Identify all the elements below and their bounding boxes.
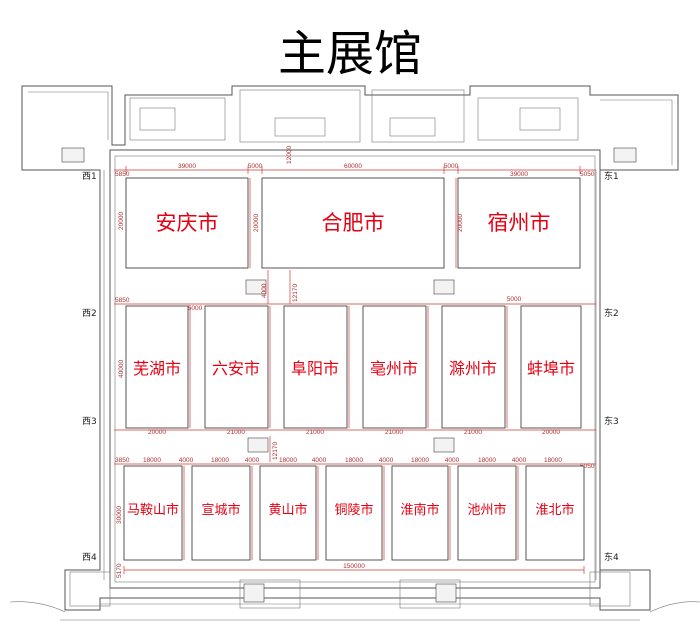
booth-hefei[interactable] — [261, 177, 445, 269]
dim-r2-left: 5850 — [115, 297, 130, 304]
stair-1 — [245, 279, 267, 295]
booth-label-bengbu: 蚌埠市 — [527, 359, 575, 378]
row-3: 马鞍山市 宣城市 黄山市 铜陵市 淮南市 池州市 淮北市 30000 — [116, 465, 585, 561]
dim-r2-side: 40000 — [118, 360, 125, 378]
booth-label-suzhou: 宿州市 — [488, 211, 551, 235]
dim-r2-1: 5000 — [507, 296, 522, 303]
stair-4 — [433, 437, 455, 453]
booth-label-chuzhou: 滁州市 — [449, 359, 497, 378]
gate-west-2: 西2 — [82, 308, 97, 319]
booth-label-huangshan: 黄山市 — [268, 502, 307, 518]
dim-r3-5: 4000 — [312, 457, 327, 464]
dim-r3-0: 18000 — [143, 457, 161, 464]
dim-r2-bottom-4: 21000 — [464, 429, 482, 436]
dim-r1-side-1: 20000 — [253, 214, 260, 232]
dim-r3-12: 18000 — [544, 457, 562, 464]
dim-r2-bottom-1: 21000 — [227, 429, 245, 436]
row3-dimensions: 3850 6050 18000 4000 18000 4000 18000 40… — [114, 457, 596, 470]
row2-dimensions: 5850 5000 5000 — [114, 296, 596, 312]
booth-tongling[interactable] — [325, 465, 383, 561]
stair-3 — [247, 437, 269, 453]
dim-corridor-1: 12000 — [286, 146, 293, 164]
booth-label-huaibei: 淮北市 — [535, 502, 574, 518]
row1-dimensions: 5850 39000 5000 60000 5000 39000 5050 12… — [114, 146, 596, 178]
booth-huainan[interactable] — [391, 465, 449, 561]
booth-label-fuyang: 阜阳市 — [291, 359, 339, 378]
dim-r3-8: 18000 — [411, 457, 429, 464]
bottom-dimensions: 150000 5170 — [116, 563, 585, 578]
booth-fuyang[interactable] — [283, 305, 348, 429]
row-1: 安庆市 合肥市 宿州市 20000 20000 20000 — [118, 177, 581, 269]
dim-left-margin: 5850 — [115, 171, 130, 178]
page-title: 主展馆 — [278, 26, 422, 82]
booth-chizhou[interactable] — [457, 465, 517, 561]
booth-wuhu[interactable] — [125, 305, 189, 429]
booth-chuzhou[interactable] — [441, 305, 506, 429]
booth-label-tongling: 铜陵市 — [334, 502, 373, 518]
booth-label-wuhu: 芜湖市 — [133, 359, 181, 378]
dim-right-margin: 5050 — [580, 171, 595, 178]
booth-suzhou[interactable] — [457, 177, 581, 269]
dim-r2-0: 5000 — [188, 305, 203, 312]
row-2: 芜湖市 六安市 阜阳市 亳州市 滁州市 蚌埠市 40000 20000 2100… — [114, 305, 596, 436]
dim-r1-2: 60000 — [344, 163, 362, 170]
corridor-2: 12170 — [247, 436, 455, 462]
booth-label-luan: 六安市 — [212, 359, 260, 378]
dim-r2-bottom-0: 20000 — [148, 429, 166, 436]
dim-r3-9: 4000 — [445, 457, 460, 464]
dim-r3-side: 30000 — [116, 506, 123, 524]
booth-label-hefei: 合肥市 — [322, 211, 385, 235]
booth-bozhou[interactable] — [362, 305, 427, 429]
booth-anqing[interactable] — [125, 177, 249, 269]
dim-r3-7: 4000 — [379, 457, 394, 464]
dim-r3-2: 18000 — [211, 457, 229, 464]
booth-label-chizhou: 池州市 — [467, 502, 506, 518]
gate-west-1: 西1 — [82, 171, 97, 182]
booth-label-xuancheng: 宣城市 — [201, 502, 240, 518]
booth-xuancheng[interactable] — [191, 465, 251, 561]
booth-bengbu[interactable] — [520, 305, 582, 429]
booth-label-bozhou: 亳州市 — [370, 359, 418, 378]
gate-west-4: 西4 — [82, 552, 97, 563]
dim-r2-bottom-2: 21000 — [306, 429, 324, 436]
dim-r2-bottom-5: 20000 — [542, 429, 560, 436]
dim-left-bottom: 5170 — [116, 563, 123, 578]
gate-east-1: 东1 — [604, 170, 619, 182]
dim-total-width: 150000 — [343, 563, 365, 570]
stair-2 — [433, 279, 455, 295]
booth-maanshan[interactable] — [123, 465, 183, 561]
dim-corridor-2: 12170 — [292, 284, 299, 302]
dim-r3-3: 4000 — [245, 457, 260, 464]
booth-label-anqing: 安庆市 — [156, 211, 219, 235]
dim-corridor-4: 12170 — [272, 442, 279, 460]
gate-east-4: 东4 — [604, 551, 619, 563]
booth-label-huainan: 淮南市 — [400, 502, 439, 518]
booth-huangshan[interactable] — [259, 465, 317, 561]
booth-huaibei[interactable] — [525, 465, 585, 561]
dim-r3-6: 18000 — [345, 457, 363, 464]
gates: 西1 西2 西3 西4 东1 东2 东3 东4 — [82, 170, 619, 563]
dim-r1-side-2: 20000 — [457, 214, 464, 232]
dim-r3-left: 3850 — [115, 457, 130, 464]
dim-r3-right: 6050 — [580, 463, 595, 470]
dim-corridor-3: 4000 — [261, 283, 268, 298]
dim-r3-11: 4000 — [512, 457, 527, 464]
dim-r2-bottom-3: 21000 — [385, 429, 403, 436]
corridor-1: 4000 12170 — [245, 270, 455, 304]
booth-label-maanshan: 马鞍山市 — [127, 502, 179, 518]
dim-r1-4: 39000 — [510, 171, 528, 178]
booth-luan[interactable] — [204, 305, 269, 429]
dim-r3-4: 18000 — [279, 457, 297, 464]
dim-r1-0: 39000 — [178, 163, 196, 170]
dim-r3-10: 18000 — [478, 457, 496, 464]
building-outline — [9, 85, 700, 621]
dim-r3-1: 4000 — [179, 457, 194, 464]
gate-west-3: 西3 — [82, 416, 97, 427]
dim-r1-1: 5000 — [248, 163, 263, 170]
gate-east-2: 东2 — [604, 307, 619, 319]
dim-r1-3: 5000 — [444, 163, 459, 170]
gate-east-3: 东3 — [604, 415, 619, 427]
dim-r1-side-0: 20000 — [118, 212, 125, 230]
